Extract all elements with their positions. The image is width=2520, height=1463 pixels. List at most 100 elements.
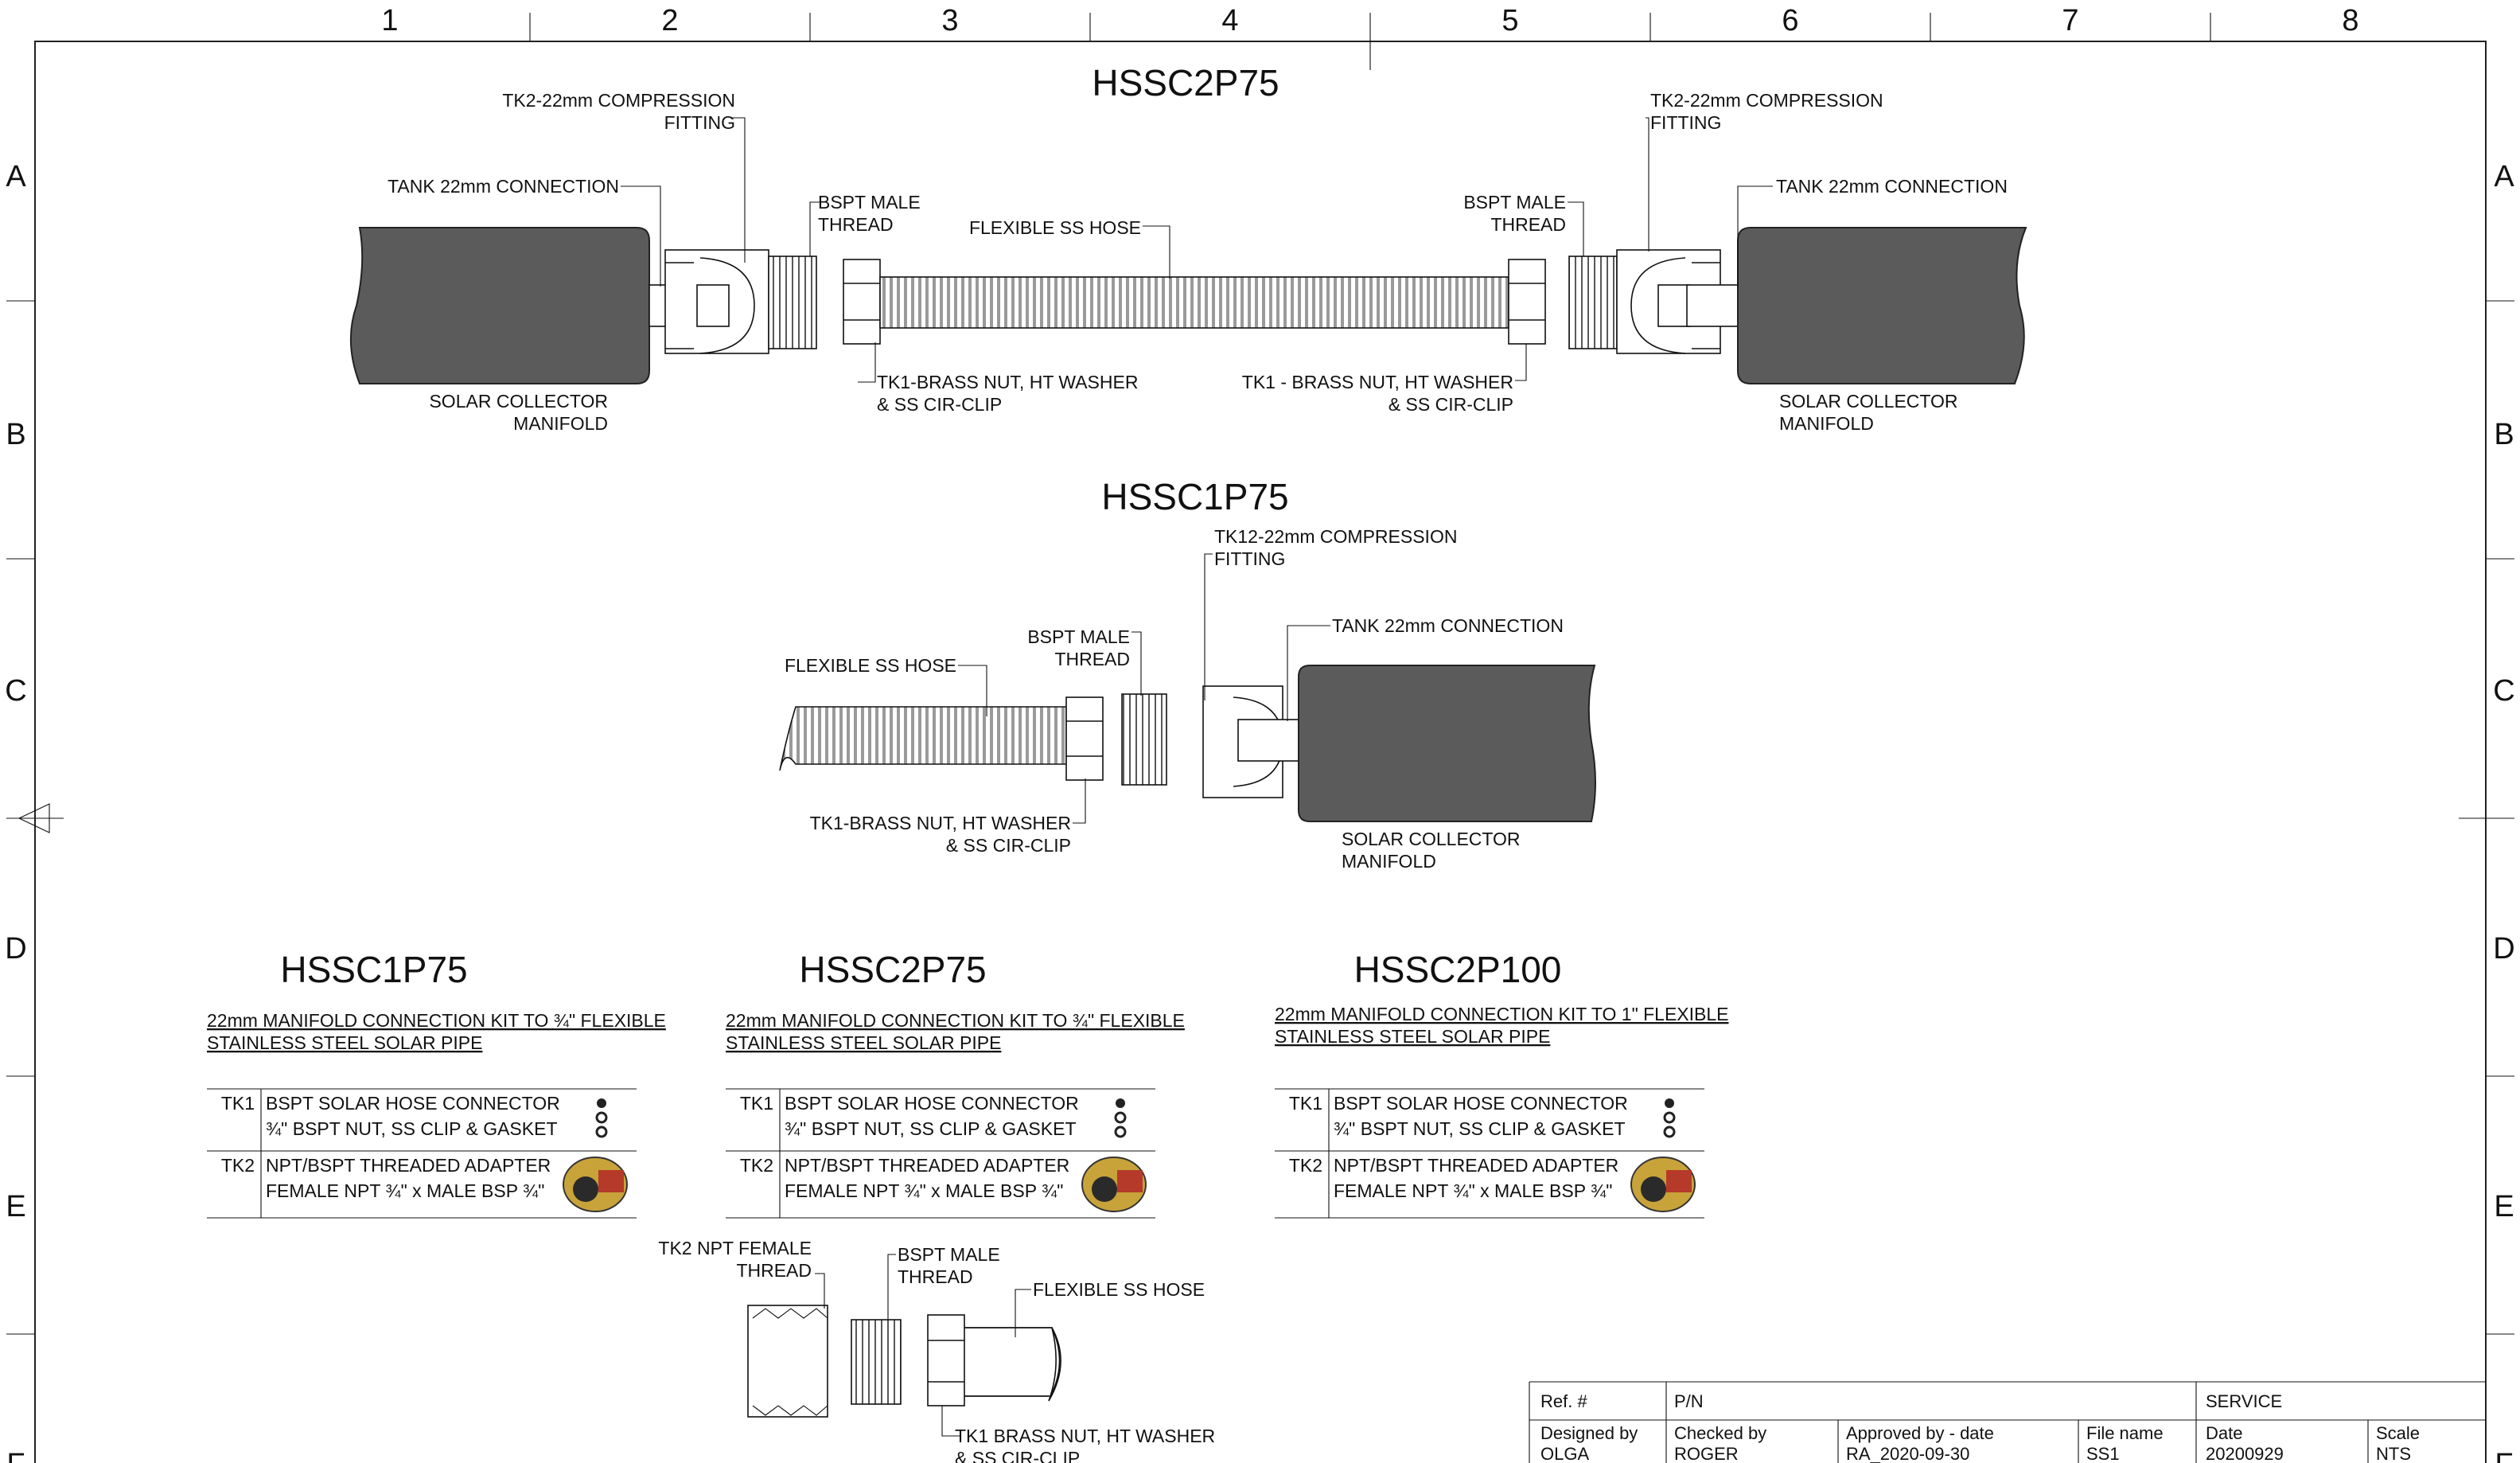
diagram-top-title: HSSC2P75 (1092, 62, 1279, 103)
kit-2-description-2: STAINLESS STEEL SOLAR PIPE (726, 1032, 1001, 1053)
solar-collector-manifold-right (1737, 227, 2027, 384)
kit-3-nut-clip-gasket-icon (1663, 1098, 1676, 1138)
column-label-6: 6 (1782, 4, 1798, 37)
tb-designed-value: OLGA (1540, 1444, 1589, 1463)
kit-2-description: 22mm MANIFOLD CONNECTION KIT TO ¾" FLEXI… (726, 1010, 1185, 1031)
kit-1: HSSC1P75 22mm MANIFOLD CONNECTION KIT TO… (207, 949, 666, 1219)
label-compression-right: TK2-22mm COMPRESSION (1650, 90, 1883, 111)
title-block: Ref. # P/N SERVICE Designed by OLGA Chec… (1529, 1381, 2486, 1463)
row-label-c-left: C (5, 674, 26, 708)
flexible-ss-hose-top (879, 276, 1509, 329)
row-label-d-right: D (2493, 932, 2514, 966)
brass-nut-right (1508, 259, 1546, 345)
kit-1-row-2-code: TK2 (221, 1155, 255, 1176)
kit-2-row-1-line2: ¾" BSPT NUT, SS CLIP & GASKET (785, 1118, 1077, 1139)
label-npt-bottom-2: THREAD (736, 1260, 812, 1281)
label-nut-mid-2: & SS CIR-CLIP (946, 835, 1071, 856)
tb-service: SERVICE (2206, 1391, 2282, 1411)
brass-nut-bottom (927, 1314, 965, 1406)
solar-collector-manifold-mid (1298, 665, 1596, 822)
kit-3-title: HSSC2P100 (1354, 949, 1562, 990)
kit-1-row-1-code: TK1 (221, 1093, 255, 1114)
label-hose-mid: FLEXIBLE SS HOSE (785, 655, 956, 676)
kit-1-nut-clip-gasket-icon (595, 1098, 608, 1138)
kit-1-row-1-line1: BSPT SOLAR HOSE CONNECTOR (266, 1093, 560, 1114)
label-tank-left: TANK 22mm CONNECTION (388, 176, 619, 197)
flexible-ss-hose-bottom (964, 1327, 1061, 1402)
label-nut-left-2: & SS CIR-CLIP (877, 394, 1002, 415)
label-bspt-bottom: BSPT MALE (898, 1244, 1000, 1265)
diagram-mid: HSSC1P75 FLEXIBLE SS HOSE BSPT MALE THRE… (779, 476, 1596, 872)
row-label-a-right: A (2494, 160, 2514, 193)
label-hose-top: FLEXIBLE SS HOSE (969, 217, 1141, 238)
label-compression-left-2: FITTING (664, 112, 735, 133)
label-manifold-right-2: MANIFOLD (1779, 413, 1874, 434)
diagram-bottom: TK2 NPT FEMALE THREAD BSPT MALE THREAD F… (658, 1238, 1215, 1463)
column-label-5: 5 (1501, 4, 1518, 37)
label-bspt-left: BSPT MALE (818, 192, 921, 213)
label-manifold-left-2: MANIFOLD (513, 413, 608, 434)
kit-1-description: 22mm MANIFOLD CONNECTION KIT TO ¾" FLEXI… (207, 1010, 666, 1031)
row-label-c-right: C (2493, 674, 2514, 708)
kit-3-adapter-icon (1630, 1157, 1696, 1212)
tb-file-label: File name (2086, 1423, 2164, 1443)
row-label-e-right: E (2494, 1190, 2514, 1223)
label-bspt-mid: BSPT MALE (1027, 626, 1130, 647)
label-manifold-right: SOLAR COLLECTOR (1779, 391, 1958, 412)
kit-2-adapter-icon (1081, 1157, 1147, 1212)
label-npt-bottom: TK2 NPT FEMALE (658, 1238, 812, 1258)
kit-1-title: HSSC1P75 (280, 949, 467, 990)
bspt-thread-mid (1121, 693, 1167, 786)
label-bspt-bottom-2: THREAD (898, 1266, 973, 1287)
bspt-thread-bottom (851, 1319, 902, 1405)
tb-file-value: SS1 (2086, 1444, 2120, 1463)
brass-nut-left (843, 259, 881, 345)
kit-1-row-2-line1: NPT/BSPT THREADED ADAPTER (266, 1155, 551, 1176)
kit-1-adapter-icon (563, 1157, 628, 1212)
kit-2-row-1-line1: BSPT SOLAR HOSE CONNECTOR (785, 1093, 1079, 1114)
label-hose-bottom: FLEXIBLE SS HOSE (1033, 1279, 1205, 1300)
tb-date-label: Date (2206, 1423, 2242, 1443)
kit-3-description: 22mm MANIFOLD CONNECTION KIT TO 1" FLEXI… (1275, 1004, 1729, 1024)
solar-collector-manifold-left (349, 227, 650, 384)
tb-approved-label: Approved by - date (1846, 1423, 1994, 1443)
kit-2-row-2-line1: NPT/BSPT THREADED ADAPTER (785, 1155, 1069, 1176)
column-label-1: 1 (381, 4, 398, 37)
label-bspt-right: BSPT MALE (1463, 192, 1566, 213)
tank-connection-mid (1237, 719, 1299, 762)
label-nut-mid: TK1-BRASS NUT, HT WASHER (810, 813, 1071, 833)
label-nut-right: TK1 - BRASS NUT, HT WASHER (1242, 372, 1513, 392)
npt-female-fitting (747, 1305, 828, 1418)
label-compression-mid: TK12-22mm COMPRESSION (1214, 526, 1457, 547)
bspt-thread-right (1568, 256, 1618, 349)
label-manifold-left: SOLAR COLLECTOR (429, 391, 608, 412)
row-label-d-left: D (5, 932, 26, 966)
tb-scale-label: Scale (2376, 1423, 2420, 1443)
row-label-e-left: E (6, 1190, 25, 1223)
row-label-f-left: F (6, 1448, 25, 1463)
label-compression-left: TK2-22mm COMPRESSION (502, 90, 735, 111)
row-label-f-right: F (2495, 1448, 2513, 1463)
sheet-frame (6, 13, 2514, 1463)
kit-1-description-2: STAINLESS STEEL SOLAR PIPE (207, 1032, 482, 1053)
kit-3: HSSC2P100 22mm MANIFOLD CONNECTION KIT T… (1275, 949, 1729, 1219)
flexible-ss-hose-mid (779, 706, 1067, 771)
label-compression-mid-2: FITTING (1214, 548, 1285, 569)
tb-ref-label: Ref. # (1540, 1391, 1587, 1411)
tb-checked-label: Checked by (1674, 1423, 1766, 1443)
label-nut-bottom: TK1 BRASS NUT, HT WASHER (955, 1426, 1215, 1446)
tb-pn-label: P/N (1674, 1391, 1704, 1411)
label-nut-left: TK1-BRASS NUT, HT WASHER (877, 372, 1138, 392)
row-label-a-left: A (6, 160, 26, 193)
kit-3-row-1-line1: BSPT SOLAR HOSE CONNECTOR (1334, 1093, 1628, 1114)
column-label-2: 2 (661, 4, 678, 37)
bspt-thread-left (768, 256, 817, 349)
kit-3-row-2-line2: FEMALE NPT ¾" x MALE BSP ¾" (1334, 1180, 1612, 1201)
tb-scale-value: NTS (2376, 1444, 2411, 1463)
label-tank-right: TANK 22mm CONNECTION (1776, 176, 2008, 197)
label-bspt-left-2: THREAD (818, 214, 894, 235)
label-nut-right-2: & SS CIR-CLIP (1389, 394, 1513, 415)
row-label-b-left: B (6, 418, 25, 451)
kit-2-title: HSSC2P75 (799, 949, 986, 990)
